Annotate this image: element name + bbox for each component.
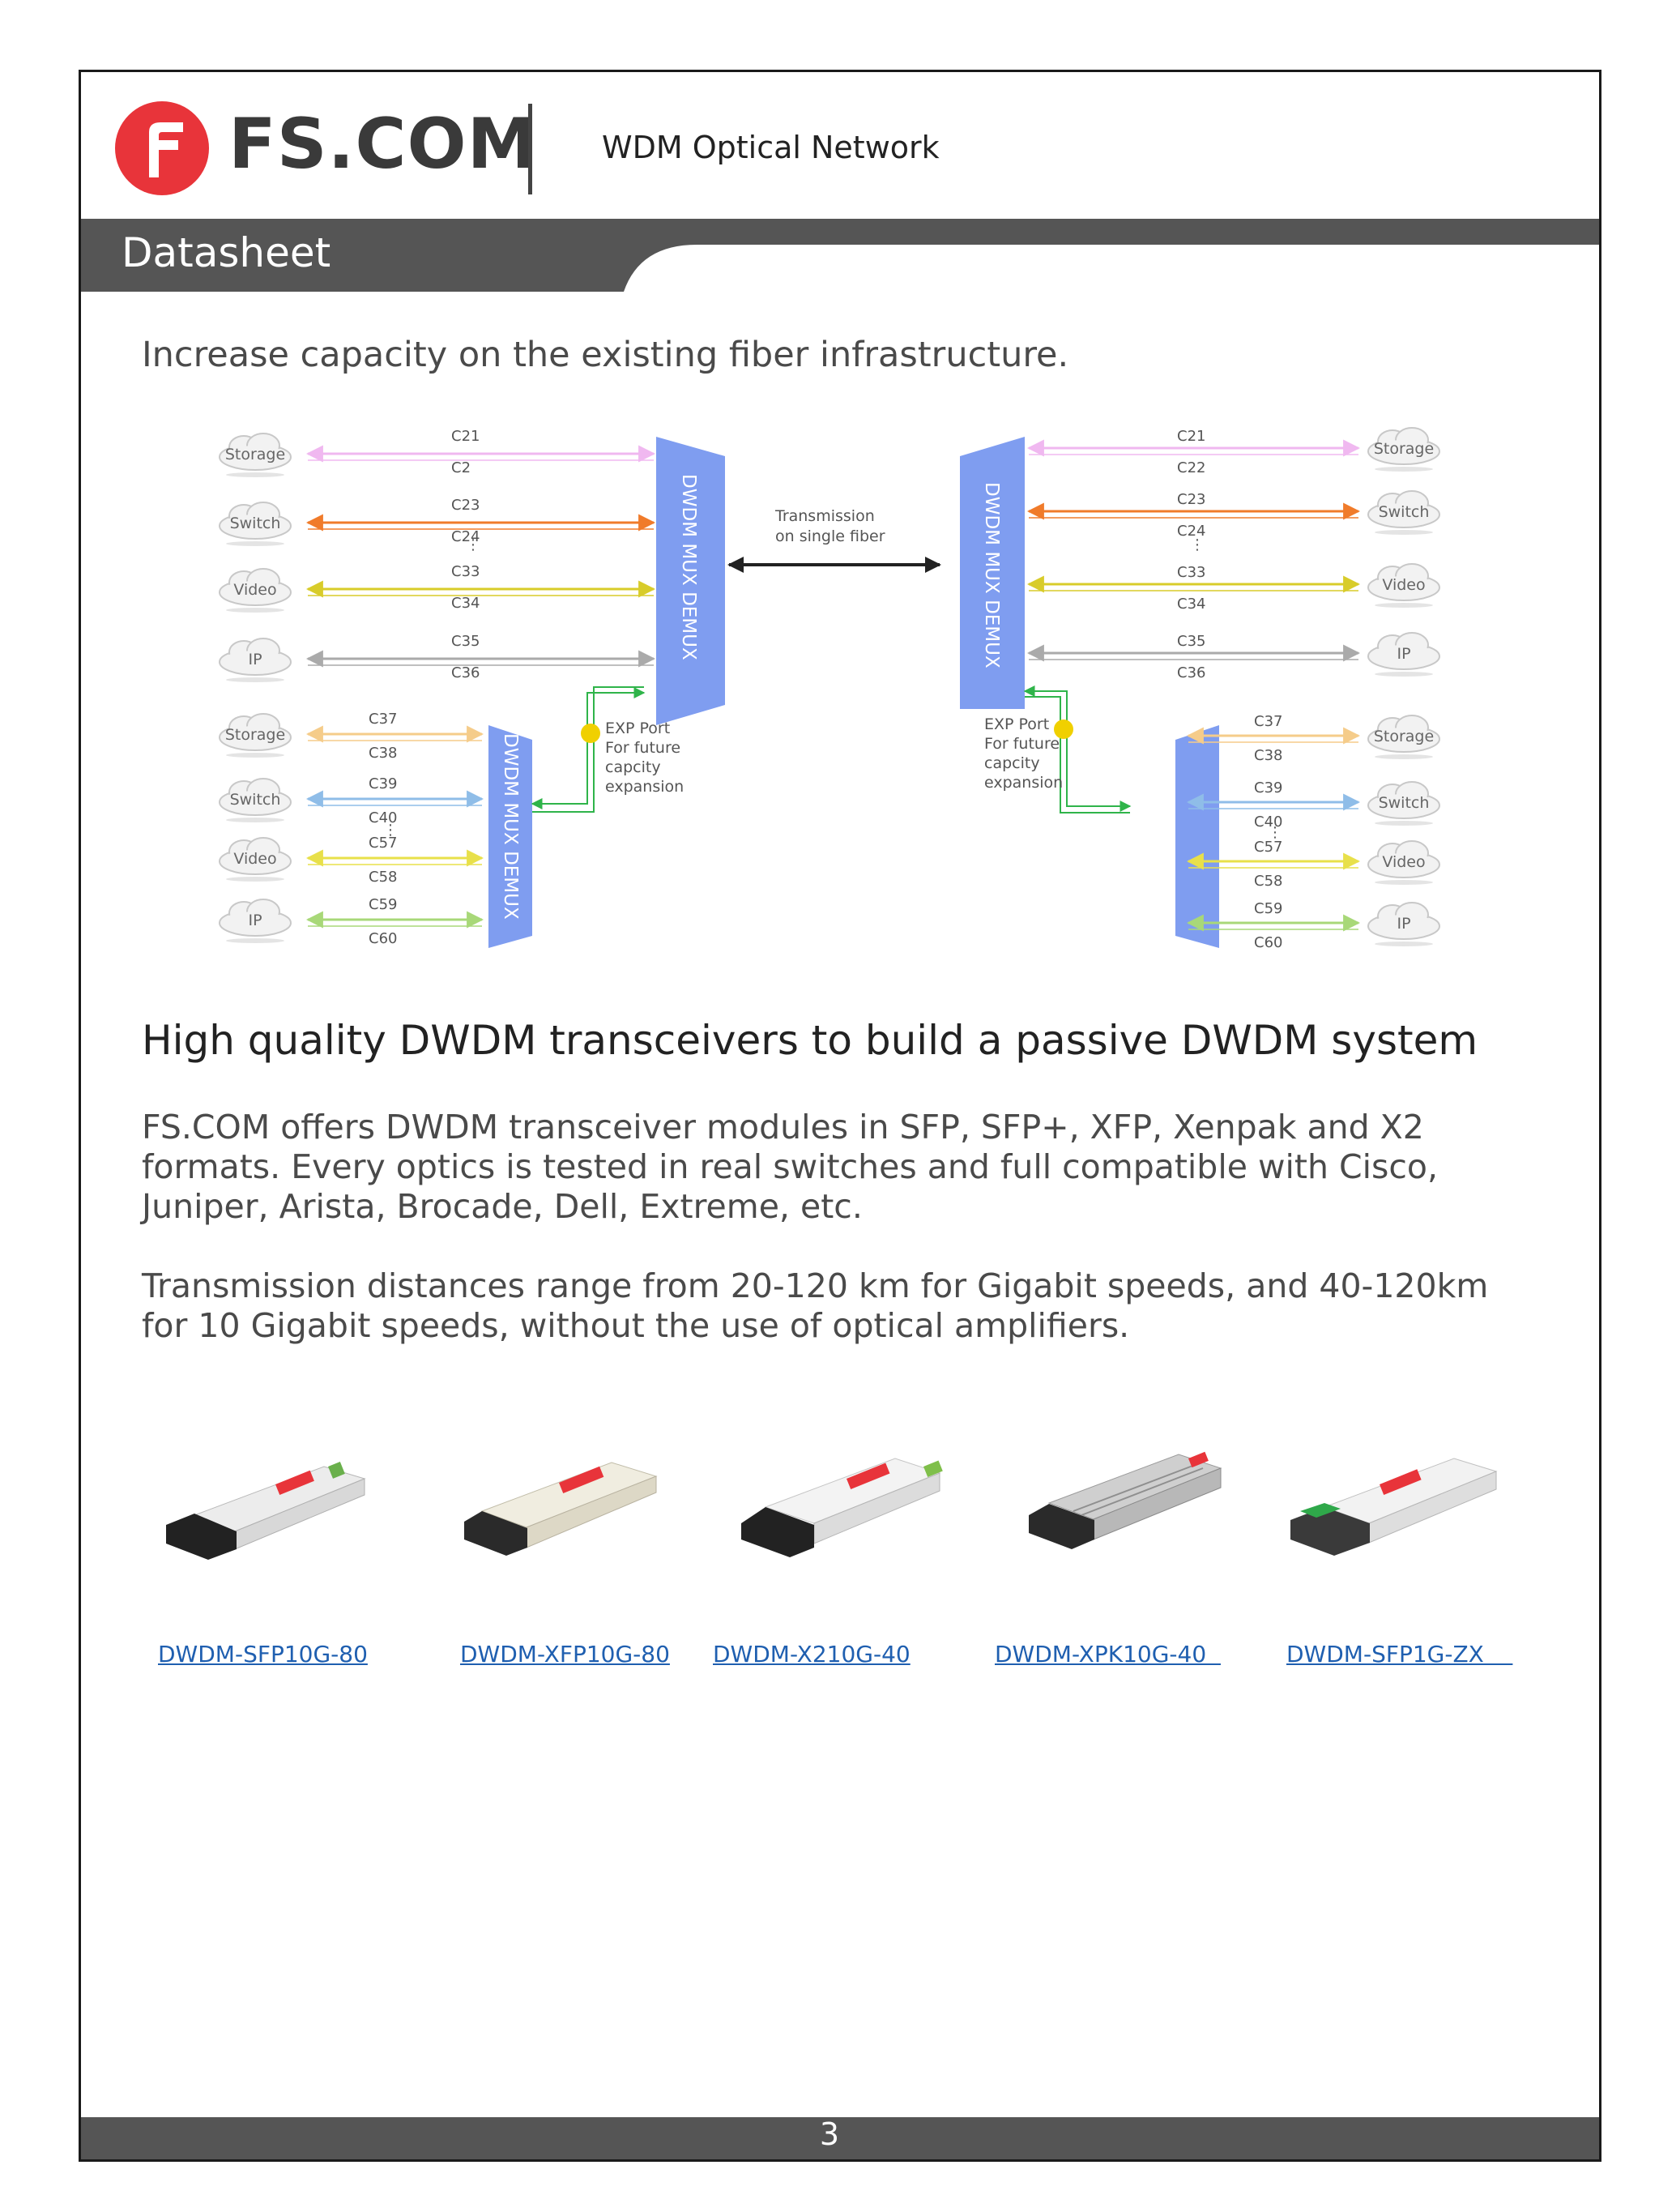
channel-label-top-left-b-2: C34 [451,595,480,612]
paragraph-transmission-distances: Transmission distances range from 20-120… [142,1266,1489,1345]
channel-label-bottom-left-b-2: C58 [369,869,397,886]
datasheet-tab: Datasheet [122,229,331,276]
channel-label-top-right-a-2: C33 [1177,564,1205,581]
sfp-plus-module-icon [166,1462,366,1560]
ellipsis-bottom-right: ⋮ [1268,824,1282,841]
bottom-right-0-cloud-label: Storage [1374,728,1434,745]
bottom-left-1-cloud-label: Switch [230,791,281,809]
channel-label-top-right-a-1: C23 [1177,491,1205,508]
channel-label-bottom-right-b-1: C40 [1254,813,1282,831]
top-left-3-cloud-label: IP [248,651,262,668]
bottom-left-0-cloud-label: Storage [225,726,285,744]
fs-logo-icon [115,101,209,195]
top-left-1-cloud-label: Switch [230,515,281,532]
footer-bar [81,2117,1599,2159]
channel-label-bottom-left-b-0: C38 [369,745,397,762]
channel-label-bottom-right-b-0: C38 [1254,747,1282,764]
transmission-label-line-1: Transmission [774,507,875,525]
channel-label-top-right-b-3: C36 [1177,664,1205,681]
top-left-2-cloud-label: Video [233,581,276,599]
top-right-1-cloud-label: Switch [1379,503,1430,521]
channel-label-bottom-right-a-3: C59 [1254,900,1282,917]
mux-label-top-left: DWDM MUX DEMUX [678,474,699,660]
top-right-2-cloud-label: Video [1382,576,1425,594]
channel-label-top-left-a-3: C35 [451,633,480,650]
exp-port-right [1054,720,1073,739]
bottom-right-2-cloud-label: Video [1382,853,1425,871]
ellipsis-top-left: ⋮ [466,536,480,553]
mux-label-top-right: DWDM MUX DEMUX [981,482,1002,668]
paragraph-transceiver-formats: FS.COM offers DWDM transceiver modules i… [142,1108,1439,1226]
channel-label-bottom-left-a-3: C59 [369,896,397,913]
product-link-dwdm-sfp1g-zx[interactable]: DWDM-SFP1G-ZX [1286,1641,1513,1668]
ellipsis-bottom-left: ⋮ [383,822,398,839]
channel-label-bottom-right-b-2: C58 [1254,873,1282,890]
channel-label-top-left-a-2: C33 [451,563,480,580]
exp-port-right-line-2: For future [984,735,1060,753]
bottom-left-2-cloud-label: Video [233,850,276,868]
channel-label-bottom-right-a-2: C57 [1254,839,1282,856]
exp-link-left [531,687,646,809]
channel-label-top-left-b-0: C2 [451,459,471,476]
mux-demux-block-top-left [656,437,725,725]
product-link-dwdm-xfp10g-80[interactable]: DWDM-XFP10G-80 [460,1641,670,1668]
channel-label-bottom-right-a-0: C37 [1254,713,1282,730]
channel-label-top-right-b-1: C24 [1177,523,1205,540]
mux-demux-block-bottom-left [488,725,532,948]
channel-label-top-left-a-0: C21 [451,428,480,445]
xenpak-module-icon [1029,1451,1222,1549]
channel-label-top-right-b-2: C34 [1177,596,1205,613]
exp-port-left [581,724,600,743]
channel-label-top-right-b-0: C22 [1177,459,1205,476]
channel-label-bottom-left-a-1: C39 [369,775,397,792]
top-right-0-cloud-label: Storage [1374,440,1434,458]
mux-demux-block-top-right [960,437,1025,709]
xfp-module-icon [464,1462,658,1556]
document-subtitle: WDM Optical Network [602,130,940,165]
exp-port-right-line-1: EXP Port [984,715,1049,733]
exp-port-right-line-4: expansion [984,774,1063,792]
top-right-3-cloud-label: IP [1397,645,1410,663]
exp-port-left-line-4: expansion [605,778,684,796]
channel-label-bottom-right-a-1: C39 [1254,779,1282,796]
channel-label-top-left-a-1: C23 [451,497,480,514]
channel-label-bottom-left-b-1: C40 [369,809,397,826]
exp-port-left-line-3: capcity [605,758,661,776]
section-heading: High quality DWDM transceivers to build … [142,1017,1478,1064]
dwdm-diagram: DWDM MUX DEMUX DWDM MUX DEMUX DWDM MUX D… [219,427,1440,951]
channel-label-top-right-a-0: C21 [1177,428,1205,445]
product-link-dwdm-x210g-40[interactable]: DWDM-X210G-40 [713,1641,911,1668]
exp-link-right [1023,685,1132,812]
section-ribbon [81,219,1599,292]
exp-port-right-line-3: capcity [984,754,1040,772]
brand-name: FS.COM [228,104,538,185]
channel-label-bottom-left-a-0: C37 [369,711,397,728]
header-divider [528,104,532,194]
exp-port-left-line-1: EXP Port [605,720,670,737]
transmission-label-line-2: on single fiber [775,527,885,545]
product-link-dwdm-xpk10g-40[interactable]: DWDM-XPK10G-40 [995,1641,1221,1668]
channel-label-bottom-left-a-2: C57 [369,835,397,852]
bottom-right-1-cloud-label: Switch [1379,794,1430,812]
mux-demux-block-bottom-right [1175,725,1219,948]
bottom-right-3-cloud-label: IP [1397,915,1410,933]
x2-module-icon [741,1458,943,1557]
exp-port-left-line-2: For future [605,739,680,757]
ellipsis-top-right: ⋮ [1190,536,1205,553]
product-link-dwdm-sfp10g-80[interactable]: DWDM-SFP10G-80 [158,1641,368,1668]
mux-label-bottom-right: DWDM MUX DEMUX [1148,733,1169,920]
intro-text: Increase capacity on the existing fiber … [142,335,1069,375]
channel-label-top-right-a-3: C35 [1177,633,1205,650]
channel-label-top-left-b-1: C24 [451,528,480,545]
mux-label-bottom-left: DWDM MUX DEMUX [500,733,521,920]
channel-label-top-left-b-3: C36 [451,664,480,681]
page-number: 3 [819,2116,840,2152]
page-frame [79,70,1601,2162]
sfp-module-icon [1290,1458,1498,1556]
bottom-left-3-cloud-label: IP [248,912,262,929]
channel-label-bottom-right-b-3: C60 [1254,934,1282,951]
channel-label-bottom-left-b-3: C60 [369,930,397,947]
top-left-0-cloud-label: Storage [225,446,285,463]
